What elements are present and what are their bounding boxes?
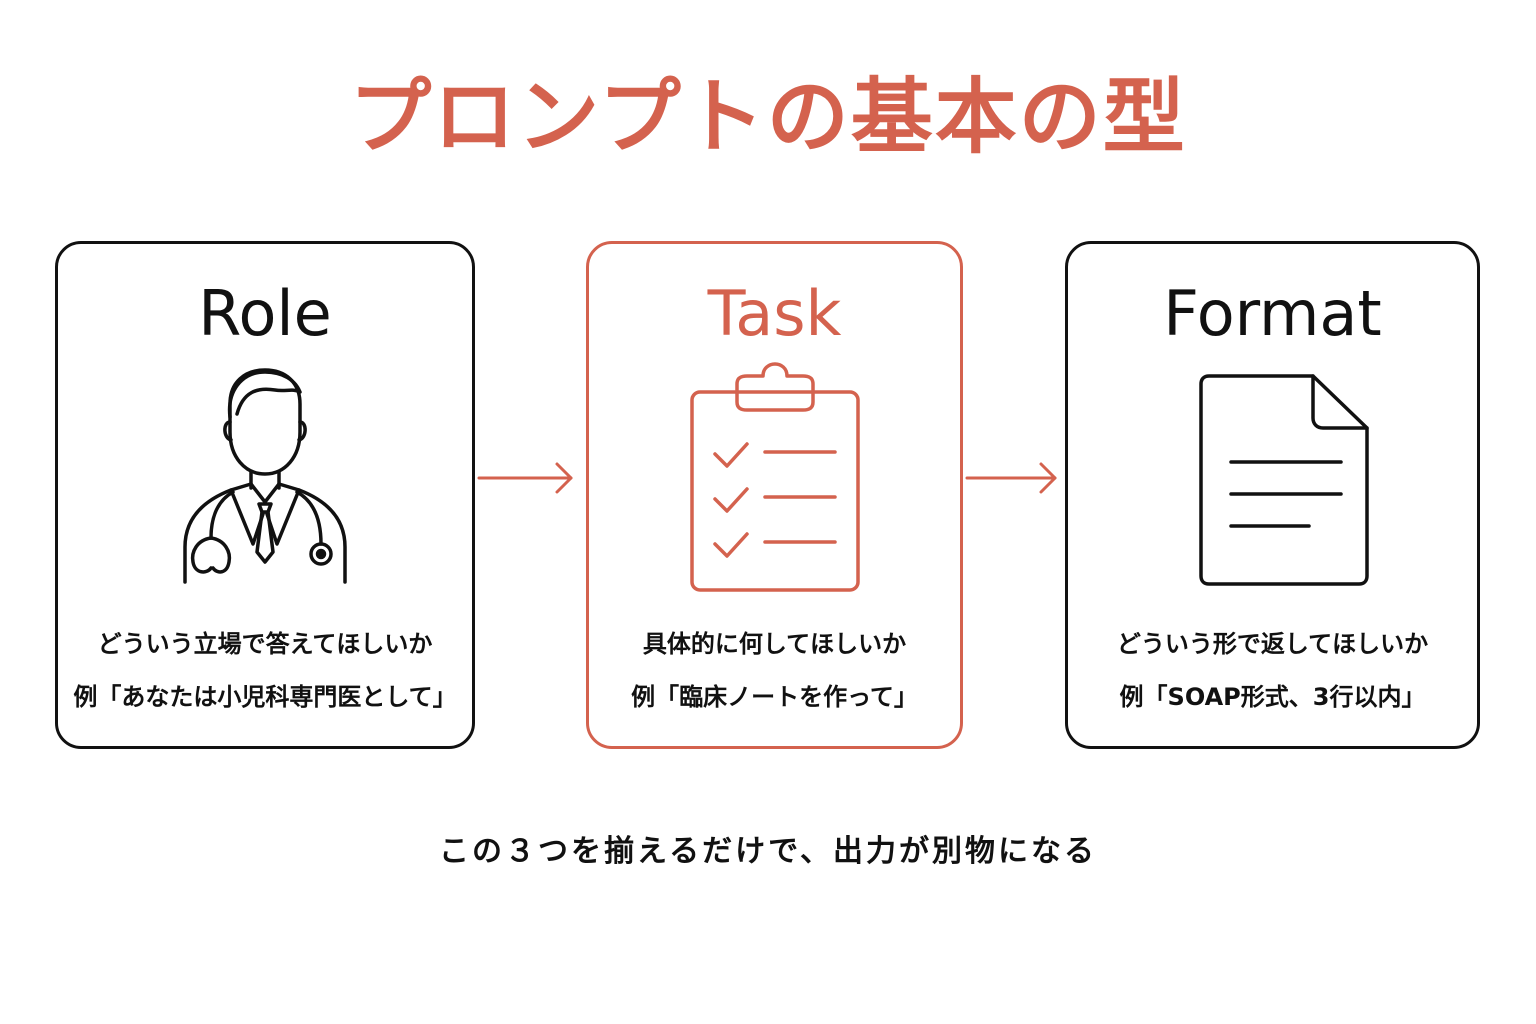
format-example: 例「SOAP形式、3行以内」 <box>1119 683 1426 711</box>
task-description: 具体的に何してほしいか <box>642 630 907 658</box>
clipboard-checklist-icon <box>589 362 960 594</box>
role-example: 例「あなたは小児科専門医として」 <box>73 683 457 711</box>
task-example: 例「臨床ノートを作って」 <box>631 683 918 711</box>
task-heading: Task <box>707 277 842 350</box>
arrow-task-to-format <box>965 458 1061 498</box>
diagram-title: プロンプトの基本の型 <box>349 70 1187 165</box>
format-card: Format どういう形で返してほしいか 例「SOAP形式、3行以内」 <box>1065 241 1480 749</box>
format-description: どういう形で返してほしいか <box>1116 630 1429 658</box>
role-description: どういう立場で答えてほしいか <box>97 630 433 658</box>
footer-caption: この３つを揃えるだけで、出力が別物になる <box>439 834 1097 869</box>
arrow-role-to-task <box>477 458 577 498</box>
doctor-icon <box>58 362 472 594</box>
role-heading: Role <box>198 277 332 350</box>
document-icon <box>1068 362 1477 594</box>
task-card: Task 具体的に何してほしいか 例「臨床ノートを作って」 <box>586 241 963 749</box>
format-heading: Format <box>1163 277 1382 350</box>
role-card: Role <box>55 241 475 749</box>
